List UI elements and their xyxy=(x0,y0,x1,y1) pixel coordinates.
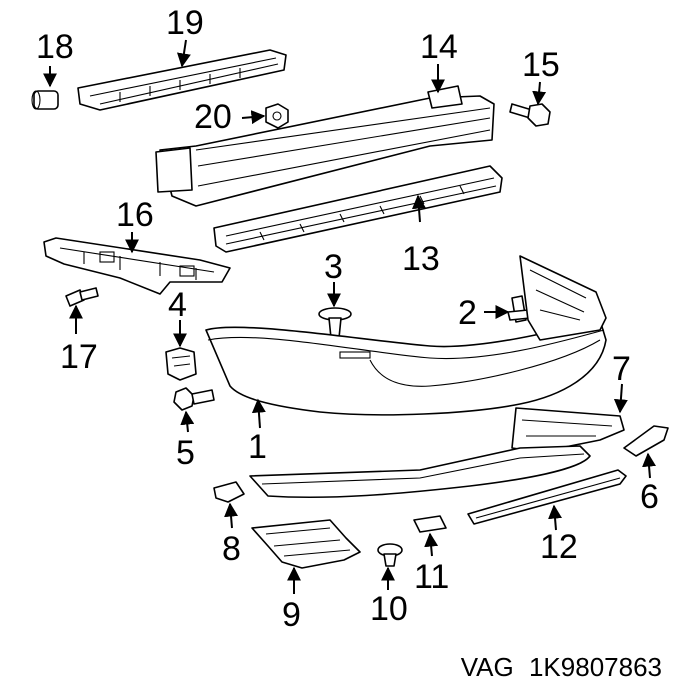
callout-1: 1 xyxy=(248,428,267,466)
part-3-rivet xyxy=(318,307,352,339)
part-14-reinforcement-beam xyxy=(155,85,495,207)
part-12-trim-strip xyxy=(467,469,627,525)
lower-spoiler xyxy=(249,445,591,499)
part-1-bumper-cover xyxy=(205,255,607,416)
callout-5: 5 xyxy=(176,434,195,472)
part-16-side-bracket xyxy=(43,237,231,295)
callout-9: 9 xyxy=(282,596,301,634)
callout-3: 3 xyxy=(324,248,343,286)
part-13-absorber xyxy=(213,165,503,253)
callout-15: 15 xyxy=(522,46,560,84)
part-19-guide-rail xyxy=(77,49,287,111)
callout-2: 2 xyxy=(458,294,477,332)
part-11-clip xyxy=(413,515,447,533)
callout-18: 18 xyxy=(36,28,74,66)
callout-13: 13 xyxy=(402,240,440,278)
callout-20: 20 xyxy=(194,98,232,136)
callout-8: 8 xyxy=(222,530,241,568)
part-8-retainer xyxy=(213,481,245,503)
part-6-clip xyxy=(623,425,669,457)
callout-11: 11 xyxy=(414,558,449,596)
brand-label: VAG xyxy=(460,652,514,682)
callout-4: 4 xyxy=(168,286,187,324)
callout-17: 17 xyxy=(60,338,98,376)
callout-19: 19 xyxy=(166,4,204,42)
callout-12: 12 xyxy=(540,528,578,566)
footer-part-number: VAG 1K9807863 xyxy=(453,652,662,683)
part-15-bolt xyxy=(509,103,551,127)
callout-10: 10 xyxy=(370,590,408,628)
part-20-nut xyxy=(265,103,289,129)
part-17-screw xyxy=(65,287,99,307)
part-4-bracket xyxy=(165,347,197,381)
callout-6: 6 xyxy=(640,478,659,516)
leader-lines xyxy=(43,39,657,594)
callout-7: 7 xyxy=(612,350,631,388)
part-9-underbody-shield xyxy=(251,519,361,569)
part-10-push-pin xyxy=(377,543,403,567)
part-number: 1K9807863 xyxy=(528,652,662,682)
part-18-clip xyxy=(31,90,59,110)
callout-16: 16 xyxy=(116,196,154,234)
callout-labels: 18 19 20 14 15 16 13 3 2 4 17 5 1 7 6 8 … xyxy=(36,4,659,634)
callout-14: 14 xyxy=(420,28,458,66)
part-7-diffuser xyxy=(511,407,625,453)
part-5-bolt xyxy=(173,387,215,411)
